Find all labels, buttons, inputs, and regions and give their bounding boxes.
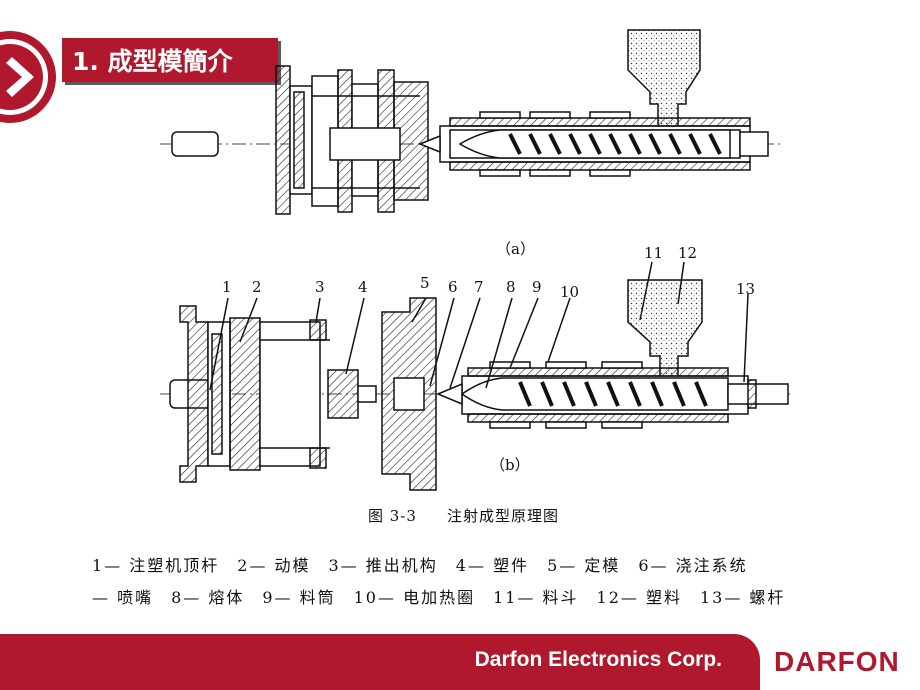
callout-7: 7 xyxy=(474,278,484,296)
diagram-a-label: （a） xyxy=(496,240,535,258)
legend-line-2: — 喷嘴 8— 熔体 9— 料筒 10— 电加热圈 11— 料斗 12— 塑料 … xyxy=(92,588,786,607)
callout-2: 2 xyxy=(252,278,262,296)
callout-5: 5 xyxy=(420,274,430,292)
callout-10: 10 xyxy=(560,283,579,301)
diagram-b-label: （b） xyxy=(490,456,530,474)
callout-numbers: 1 2 3 4 5 6 7 8 9 10 11 12 13 xyxy=(222,244,755,301)
callout-3: 3 xyxy=(315,278,325,296)
figure-caption-text: 注射成型原理图 xyxy=(446,507,559,525)
darfon-logo: DARFON xyxy=(774,646,900,677)
callout-1: 1 xyxy=(222,278,232,296)
callout-4: 4 xyxy=(358,278,368,296)
callout-13: 13 xyxy=(736,280,755,298)
slide-title: 1. 成型模簡介 xyxy=(62,38,278,82)
figure-caption-number: 图 3-3 xyxy=(368,507,417,525)
callout-9: 9 xyxy=(532,278,542,296)
legend-line-1: 1— 注塑机顶杆 2— 动模 3— 推出机构 4— 塑件 5— 定模 6— 浇注… xyxy=(92,556,748,575)
callout-8: 8 xyxy=(506,278,516,296)
diagram-a xyxy=(160,29,780,215)
company-name: Darfon Electronics Corp. xyxy=(474,648,722,671)
injection-molding-diagram: （a） （b） 1 2 3 4 5 6 7 8 9 10 11 12 13 xyxy=(160,29,790,491)
diagram-b xyxy=(160,261,790,491)
callout-12: 12 xyxy=(678,244,697,262)
callout-6: 6 xyxy=(448,278,458,296)
figure-caption: 图 3-3 注射成型原理图 xyxy=(368,505,559,526)
callout-11: 11 xyxy=(644,244,663,262)
chevron-decoration-icon xyxy=(0,31,56,123)
footer-bar: Darfon Electronics Corp. xyxy=(0,634,760,690)
